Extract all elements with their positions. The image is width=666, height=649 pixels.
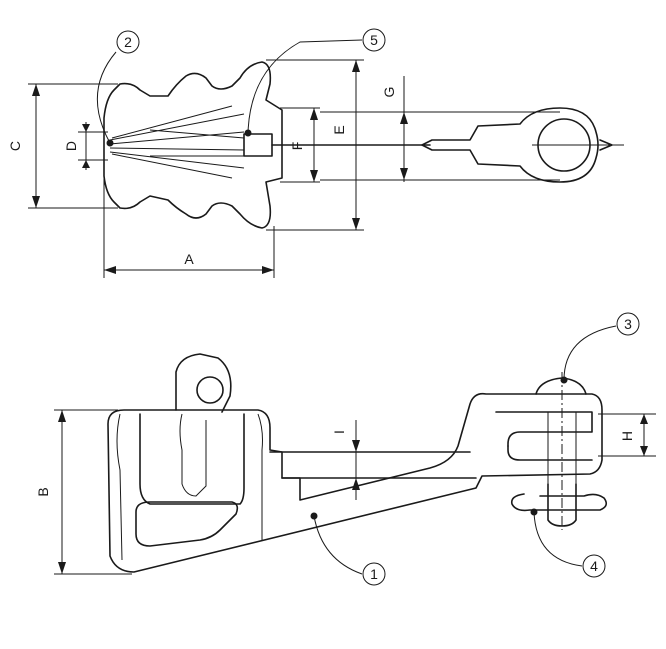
- clevis-lower: [507, 445, 593, 461]
- wedge-inner-lines: [109, 105, 245, 179]
- callout-1: 1: [313, 515, 386, 586]
- dim-h-label: H: [619, 431, 635, 441]
- callout-1-circle: [362, 562, 386, 586]
- dim-i-label: I: [331, 430, 347, 434]
- dim-f-label: F: [289, 142, 305, 151]
- callout-5-circle: [362, 28, 386, 52]
- callout-4-circle: [582, 554, 606, 578]
- dim-a: A: [103, 170, 275, 278]
- dim-c-label: C: [7, 141, 23, 151]
- dim-g: G: [320, 76, 560, 182]
- lug-hole: [196, 376, 224, 404]
- body-rib-2: [116, 413, 123, 561]
- callout-4-label: 4: [590, 558, 598, 574]
- callout-4: 4: [533, 511, 606, 578]
- dim-h: H: [598, 413, 656, 457]
- callout-2-circle: [116, 30, 140, 54]
- dim-a-label: A: [184, 251, 194, 267]
- clamp-body-outline: [107, 392, 603, 573]
- body-groove-left: [139, 413, 245, 505]
- body-slot: [135, 501, 239, 547]
- callout-5: 5: [247, 28, 386, 134]
- side-view: [107, 353, 608, 573]
- eye-pin-end: [599, 139, 613, 151]
- dim-i: I: [331, 420, 360, 500]
- dim-f: F: [280, 107, 320, 183]
- dim-d: D: [63, 122, 108, 170]
- dim-c: C: [7, 83, 118, 209]
- callout-3: 3: [563, 312, 640, 381]
- callout-1-label: 1: [370, 566, 378, 582]
- cotter-pin: [510, 493, 608, 512]
- dim-e-label: E: [331, 125, 347, 134]
- callout-3-circle: [616, 312, 640, 336]
- callout-2-label: 2: [124, 34, 132, 50]
- dim-d-label: D: [63, 141, 79, 151]
- dim-b-label: B: [35, 487, 51, 496]
- pin-shank: [547, 483, 577, 527]
- dim-b: B: [35, 409, 132, 575]
- top-lug: [175, 353, 232, 413]
- body-rib-3: [257, 413, 263, 540]
- body-rib-1: [179, 413, 207, 497]
- callout-2: 2: [96, 30, 140, 144]
- wedge-body-outline: [103, 61, 283, 229]
- clevis-upper: [495, 411, 593, 447]
- callout-5-label: 5: [370, 32, 378, 48]
- wedge-tip-block: [243, 133, 273, 157]
- dim-g-label: G: [381, 87, 397, 98]
- top-view: [103, 61, 624, 229]
- dim-e: E: [266, 59, 364, 231]
- callout-3-label: 3: [624, 316, 632, 332]
